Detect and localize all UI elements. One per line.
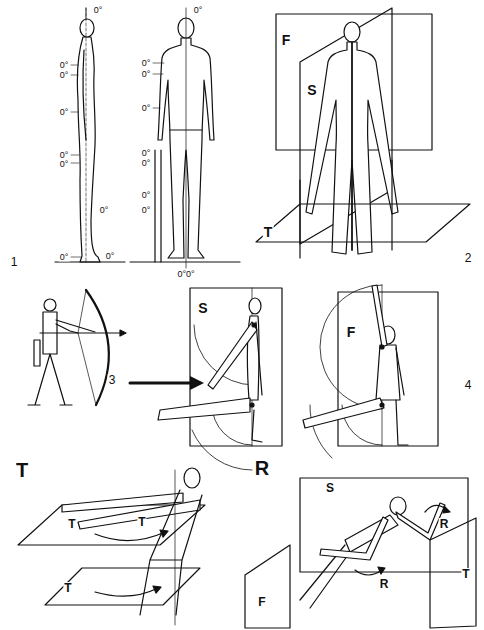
angle-label: 0° bbox=[99, 206, 110, 215]
panel-number: 1 bbox=[10, 256, 19, 268]
angle-label: 0° bbox=[141, 104, 152, 113]
plane-letter: S bbox=[306, 83, 317, 97]
angle-label: 0° bbox=[141, 149, 152, 158]
plane-letter: T bbox=[263, 225, 274, 239]
plane-letter: R bbox=[439, 518, 450, 530]
angle-label: 0° bbox=[59, 160, 70, 169]
plane-letter: T bbox=[15, 460, 29, 480]
plane-letter: T bbox=[461, 568, 470, 580]
panel-number: 2 bbox=[464, 252, 473, 264]
angle-label: 0° bbox=[141, 159, 152, 168]
plane-letter: F bbox=[281, 33, 292, 47]
plane-letter: R bbox=[379, 578, 390, 590]
plane-letter: F bbox=[346, 325, 357, 339]
plane-letter: S bbox=[325, 482, 335, 494]
angle-label: 0° bbox=[141, 59, 152, 68]
plane-letter: S bbox=[197, 301, 208, 315]
angle-label: 0° bbox=[59, 151, 70, 160]
rotation-figure bbox=[245, 478, 476, 628]
angle-label: 0° bbox=[59, 71, 70, 80]
plane-letter: T bbox=[67, 518, 76, 530]
plane-letter: T bbox=[63, 582, 72, 594]
angle-label: 0° bbox=[59, 108, 70, 117]
side-figure bbox=[55, 8, 125, 262]
plane-letter: R bbox=[254, 458, 270, 478]
angle-label: 0° bbox=[141, 70, 152, 79]
angle-label: 0° bbox=[93, 6, 104, 15]
plane-letter: T bbox=[137, 516, 146, 528]
angle-label: 0° bbox=[141, 206, 152, 215]
sagittal-movement-figure bbox=[158, 288, 282, 470]
transverse-movement-figure bbox=[18, 468, 205, 625]
angle-label: 0° bbox=[59, 61, 70, 70]
plane-letter: F bbox=[257, 596, 266, 608]
cardinal-planes bbox=[256, 8, 470, 258]
angle-label: 0° bbox=[59, 253, 70, 262]
archer bbox=[28, 290, 204, 405]
front-figure bbox=[130, 8, 240, 268]
panel-number: 3 bbox=[108, 374, 117, 386]
angle-label: 0°0° bbox=[176, 270, 195, 279]
angle-label: 0° bbox=[141, 191, 152, 200]
frontal-movement-figure bbox=[303, 285, 438, 458]
angle-label: 0° bbox=[105, 252, 116, 261]
panel-number: 4 bbox=[464, 379, 473, 391]
angle-label: 0° bbox=[193, 6, 204, 15]
